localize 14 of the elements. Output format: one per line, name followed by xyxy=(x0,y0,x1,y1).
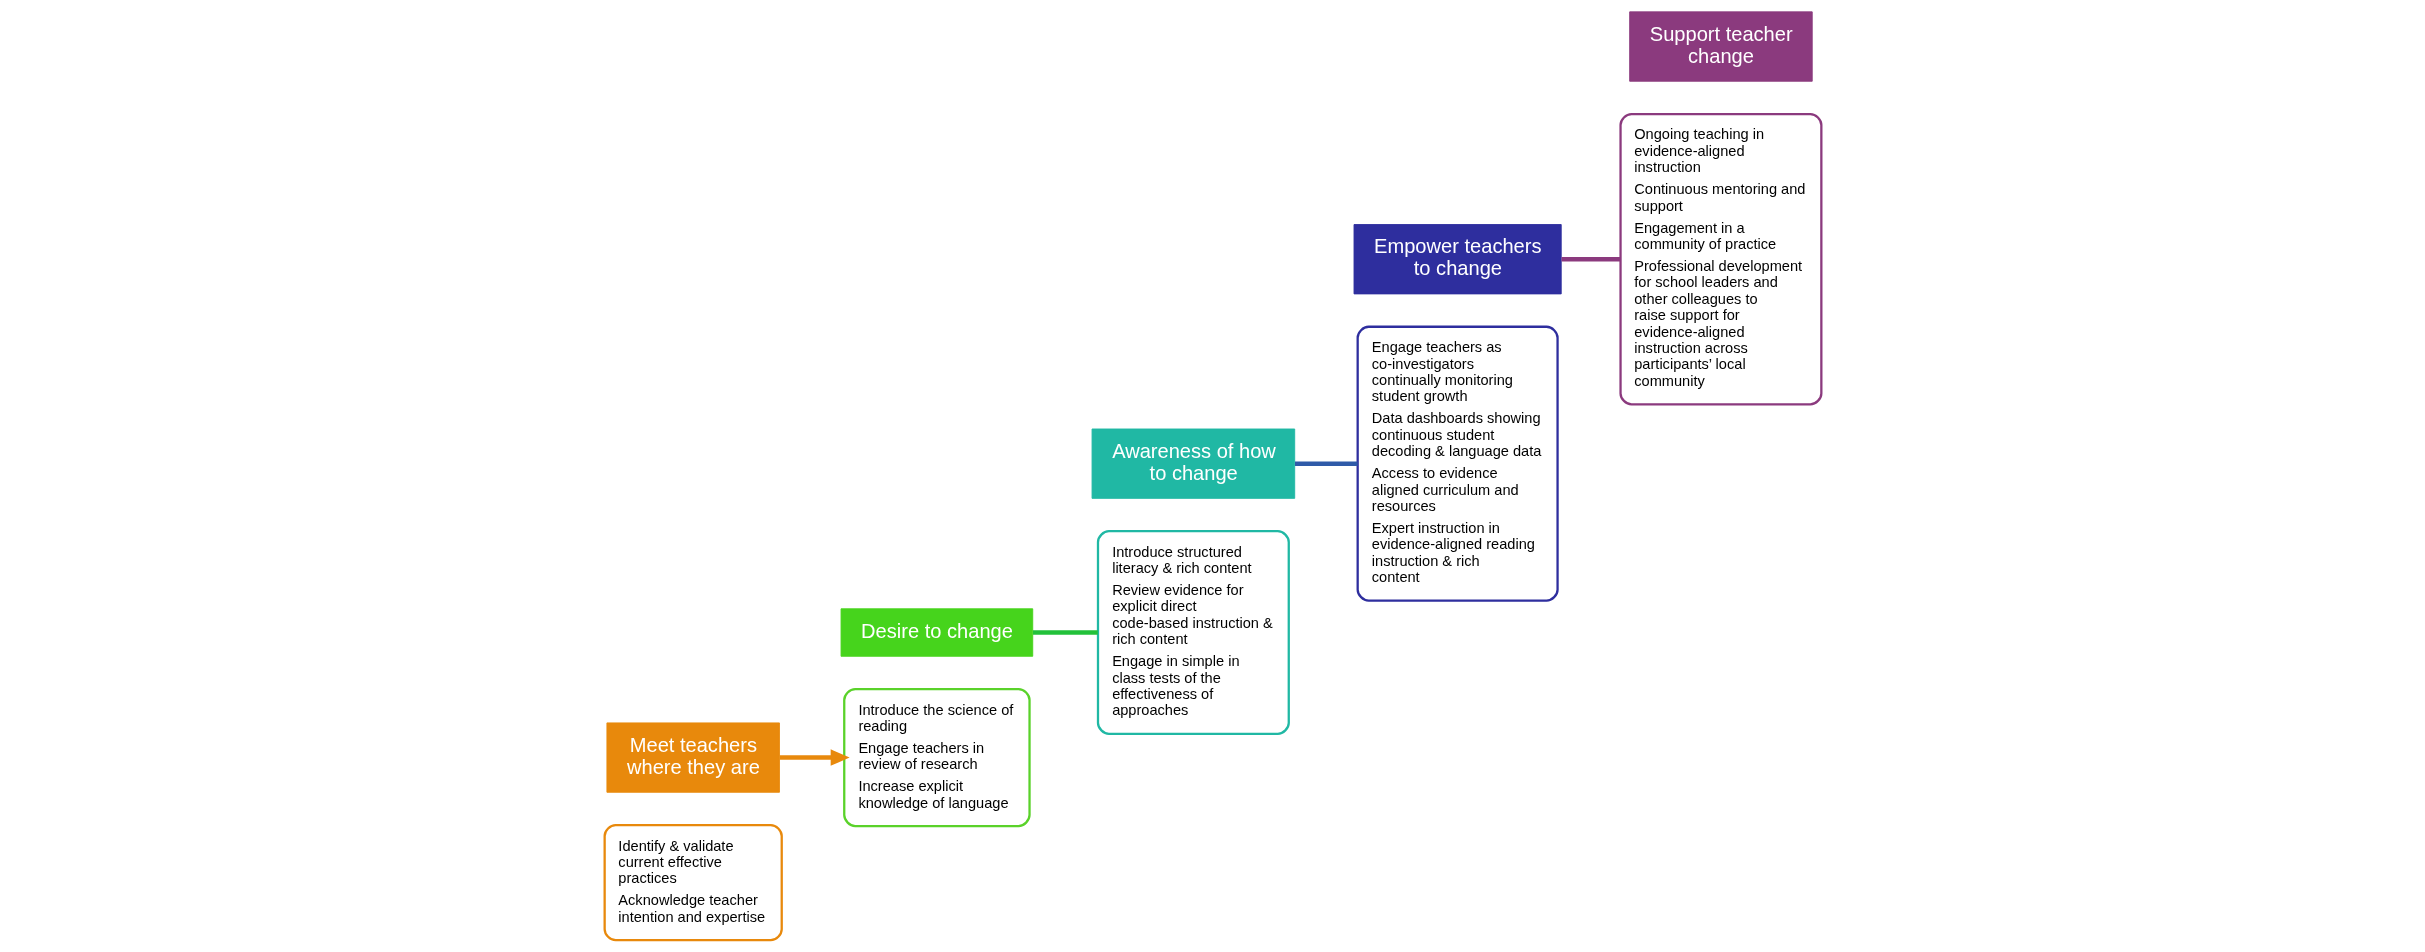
connector xyxy=(1294,461,1358,466)
connector xyxy=(1032,630,1098,635)
connector xyxy=(1561,256,1620,262)
node-box: Empower teachers to change xyxy=(1353,224,1562,295)
node-box: Support teacher change xyxy=(1628,11,1813,82)
node-box: Ongoing teaching in evidence-aligned instruction Continuous mentoring and support Engagement in a community of practice Professional development for school leaders and other colleagues to raise support for evidence-aligned instruction across participants’ local community xyxy=(1618,112,1822,406)
node-box: Engage teachers as co-investigators continually monitoring student growth Data dashboards showing continuous student decoding & language data Access to evidence aligned curriculum and resources Expert instruction in evidence-aligned reading instruction & rich content xyxy=(1356,325,1559,602)
node-box: Awareness of how to change xyxy=(1091,428,1295,499)
node-box: Desire to change xyxy=(840,608,1033,657)
arrow xyxy=(779,749,850,766)
node-box: Introduce structured literacy & rich content Review evidence for explicit direct code-based instruction & rich content Engage in simple in class tests of the effectiveness of approaches xyxy=(1096,530,1290,735)
node-box: Meet teachers where they are xyxy=(605,722,780,793)
node-box: Identify & validate current effective practices Acknowledge teacher intention and expertise xyxy=(603,824,783,942)
node-box: Introduce the science of reading Engage teachers in review of research Increase explicit knowledge of language xyxy=(842,688,1031,828)
